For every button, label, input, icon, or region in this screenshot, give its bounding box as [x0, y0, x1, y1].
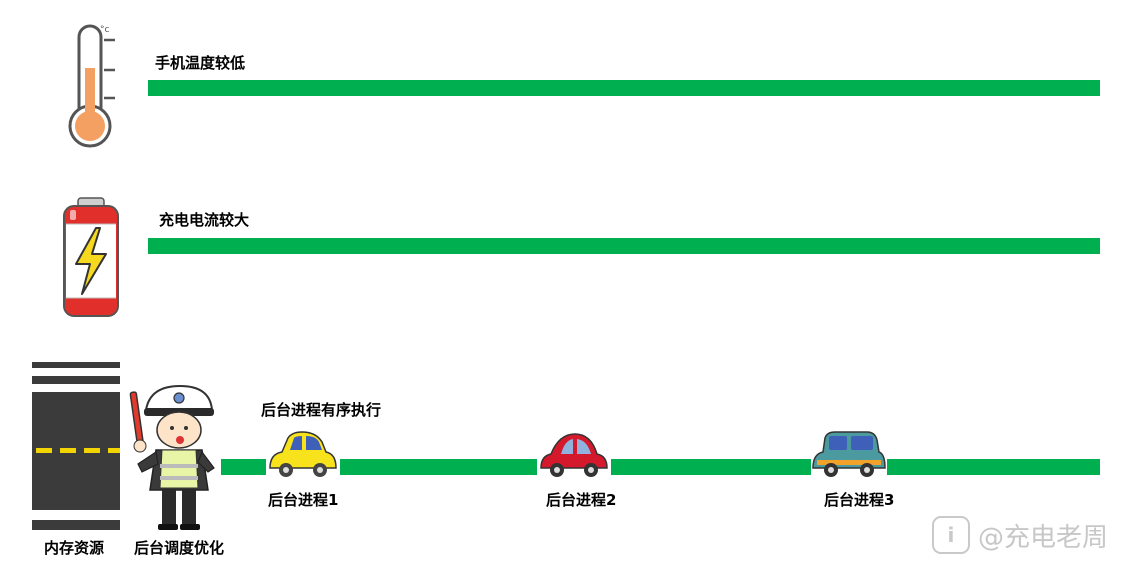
- car-icon: [811, 428, 887, 480]
- background-label: 后台进程有序执行: [261, 401, 382, 419]
- car-icon: [537, 428, 611, 480]
- temperature-label: 手机温度较低: [155, 54, 246, 72]
- process-bar: [221, 459, 1100, 475]
- process-3-label: 后台进程3: [824, 491, 895, 509]
- watermark: i @充电老周: [931, 516, 1108, 554]
- watermark-text: @充电老周: [977, 522, 1108, 553]
- car-icon: [266, 428, 340, 480]
- traffic-officer-icon: [129, 384, 215, 530]
- memory-label: 内存资源: [44, 539, 105, 557]
- process-1-label: 后台进程1: [268, 491, 339, 509]
- road-icon: [32, 362, 120, 530]
- current-bar: [148, 238, 1100, 254]
- celsius-mark: °c: [100, 25, 110, 35]
- battery-charging-icon: [63, 197, 119, 317]
- process-2-label: 后台进程2: [546, 491, 617, 509]
- temperature-bar: [148, 80, 1100, 96]
- thermometer-icon: °c: [68, 24, 115, 148]
- current-label: 充电电流较大: [159, 211, 250, 229]
- scheduler-label: 后台调度优化: [134, 539, 225, 557]
- watermark-logo-icon: i: [931, 516, 970, 554]
